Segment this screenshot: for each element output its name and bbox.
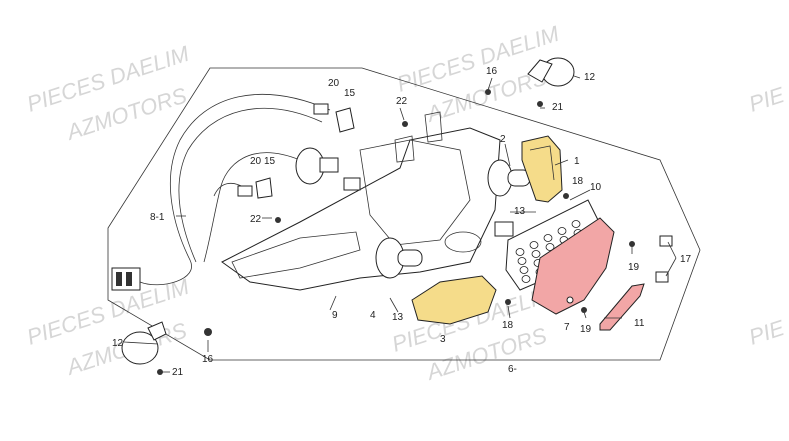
wire-clip-mid xyxy=(255,177,273,199)
led-cell xyxy=(521,275,531,283)
reflector-bracket xyxy=(527,59,553,83)
wire-terminal xyxy=(313,103,329,115)
bulb xyxy=(397,249,423,267)
callout-8-1: 8-1 xyxy=(150,212,165,223)
led-cell xyxy=(515,248,525,256)
lens-highlight xyxy=(529,145,555,181)
callout-2: 2 xyxy=(500,134,506,145)
callout-18-bottom: 18 xyxy=(502,320,514,331)
wire-clip-upper xyxy=(335,107,355,133)
callout-22-mid: 22 xyxy=(250,214,262,225)
watermark-text: PIE xyxy=(746,82,788,117)
housing-inner-panel xyxy=(359,139,471,246)
wiring-harness xyxy=(111,93,331,291)
side-reflector-top xyxy=(527,57,575,87)
screw xyxy=(275,217,281,223)
screw xyxy=(485,89,491,95)
nut xyxy=(655,271,669,283)
bulb-socket-lower xyxy=(375,237,423,279)
led-cell xyxy=(529,241,539,249)
callout-4: 4 xyxy=(370,310,376,321)
callout-6: 6- xyxy=(508,364,517,375)
led-cell xyxy=(571,220,581,228)
leader-lines xyxy=(123,75,677,373)
callout-10: 10 xyxy=(590,182,602,193)
screw xyxy=(505,299,511,305)
assembly-boundary xyxy=(107,67,701,361)
housing-flank xyxy=(231,231,361,279)
callout-18-top: 18 xyxy=(572,176,584,187)
callout-15-top: 15 xyxy=(344,88,356,99)
led-cell xyxy=(531,250,541,258)
amber-lens-lower xyxy=(411,275,497,325)
connector-pin xyxy=(126,272,132,286)
callout-11: 11 xyxy=(634,318,645,329)
callout-7: 7 xyxy=(564,322,570,333)
callout-1: 1 xyxy=(574,156,580,167)
callout-19-top: 19 xyxy=(628,262,640,273)
screw xyxy=(581,307,587,313)
fasteners xyxy=(157,89,673,375)
callout-12-left: 12 xyxy=(112,338,124,349)
lens-screw-hole xyxy=(566,296,574,304)
screw xyxy=(629,241,635,247)
led-cell xyxy=(543,234,553,242)
callout-20-mid: 20 xyxy=(250,156,262,167)
callout-9: 9 xyxy=(332,310,338,321)
socket-clip xyxy=(494,221,514,237)
housing-bracket xyxy=(394,111,443,163)
callout-15-mid: 15 xyxy=(264,156,276,167)
housing-socket xyxy=(444,231,482,253)
bulb-socket-upper xyxy=(295,147,361,191)
callout-16-bottom: 16 xyxy=(202,354,214,365)
callout-13-bottom: 13 xyxy=(392,312,404,323)
screw xyxy=(537,101,543,107)
led-cell xyxy=(545,243,555,251)
socket-connector xyxy=(343,177,361,191)
led-cell xyxy=(557,227,567,235)
callout-17: 17 xyxy=(680,254,692,265)
callout-20-top: 20 xyxy=(328,78,340,89)
bulb-socket-right xyxy=(487,159,531,197)
watermark-text: PIE xyxy=(746,315,788,350)
nut xyxy=(659,235,673,247)
callout-21-bottom: 21 xyxy=(172,367,184,378)
screw xyxy=(563,193,569,199)
rear-housing xyxy=(221,127,501,291)
wire-terminal xyxy=(237,185,253,197)
callout-labels: 1 2 3 4 6- 7 8-1 9 10 11 12 12 13 13 15 … xyxy=(112,66,692,378)
callout-19-bottom: 19 xyxy=(580,324,592,335)
connector-pin xyxy=(116,272,122,286)
callout-16-top: 16 xyxy=(486,66,498,77)
callout-12-top: 12 xyxy=(584,72,596,83)
callout-13-top: 13 xyxy=(514,206,526,217)
led-cell xyxy=(517,257,527,265)
amber-lens-upper xyxy=(521,135,563,203)
rear-reflector xyxy=(599,283,645,331)
callout-3: 3 xyxy=(440,334,446,345)
bolt xyxy=(204,328,212,336)
screw xyxy=(402,121,408,127)
reflector-bracket xyxy=(147,321,167,341)
callout-21-top: 21 xyxy=(552,102,564,113)
callout-22-top: 22 xyxy=(396,96,408,107)
side-reflector-left xyxy=(121,321,167,365)
led-cell xyxy=(519,266,529,274)
red-tail-lens xyxy=(531,217,615,315)
